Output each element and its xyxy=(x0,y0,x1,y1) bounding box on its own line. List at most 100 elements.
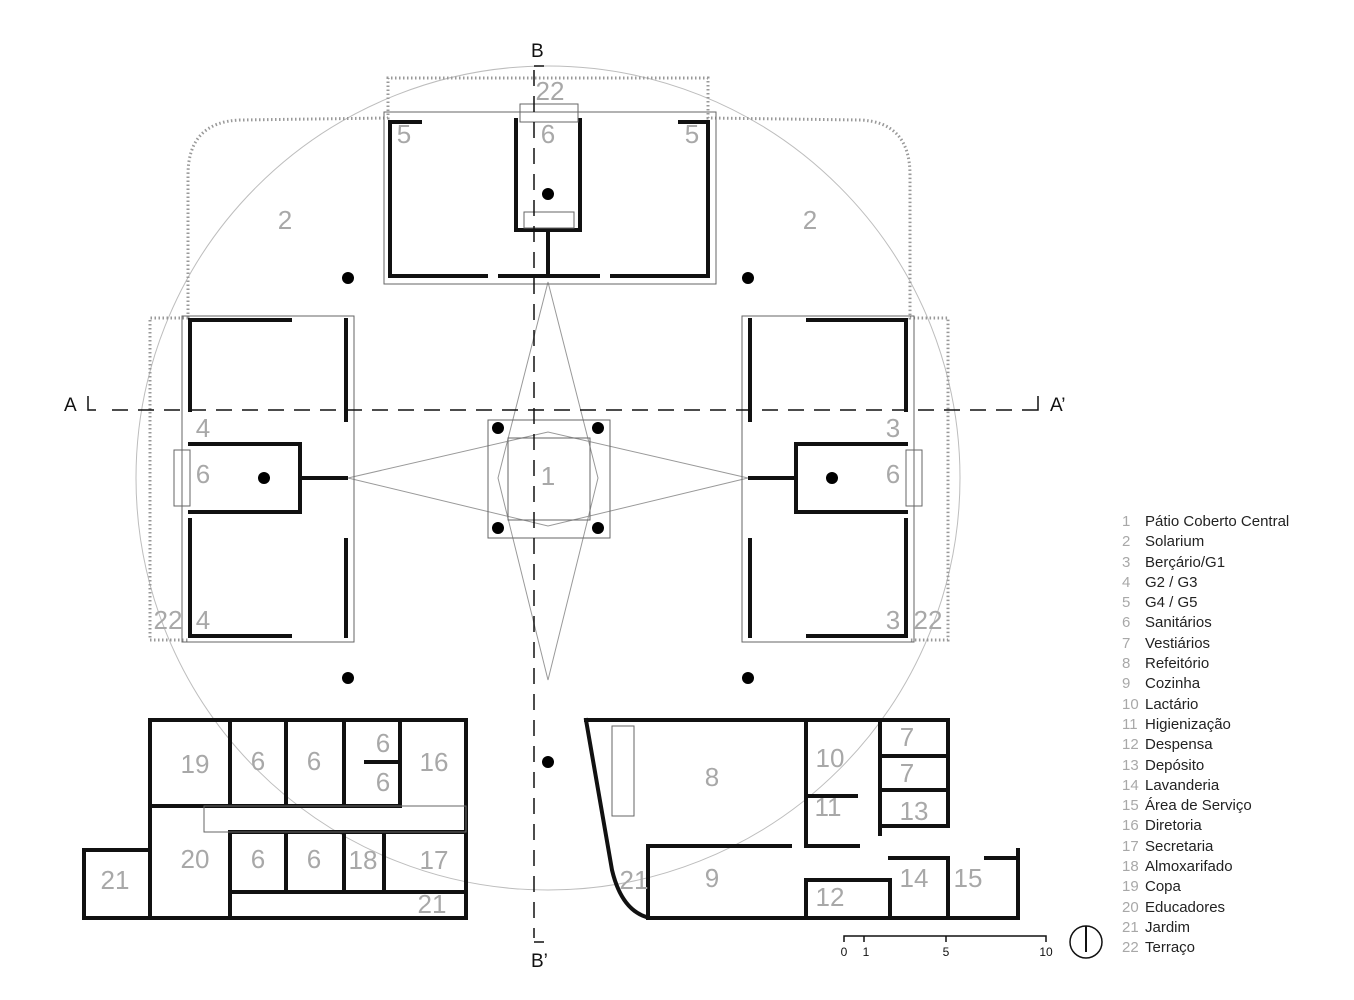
legend-number: 14 xyxy=(1122,776,1139,794)
room-label-san-b6: 6 xyxy=(307,844,321,874)
legend-label: Terraço xyxy=(1145,939,1196,957)
legend-number: 9 xyxy=(1122,675,1131,693)
solarium-canopy xyxy=(148,76,950,642)
room-label-san-b5: 6 xyxy=(251,844,265,874)
legend-number: 4 xyxy=(1122,573,1131,591)
legend-label: Sanitários xyxy=(1145,614,1212,632)
legend-number: 13 xyxy=(1122,756,1139,774)
top-pavilion xyxy=(383,103,717,285)
room-label-educadores: 20 xyxy=(181,844,210,874)
legend-label: Solarium xyxy=(1145,533,1205,551)
legend-label: Diretoria xyxy=(1145,817,1202,835)
legend-label: G2 / G3 xyxy=(1145,573,1198,591)
room-label-solarium-left: 2 xyxy=(278,205,292,235)
room-label-vest-2: 7 xyxy=(900,758,914,788)
legend-number: 20 xyxy=(1122,898,1139,916)
legend-item: 22 Terraço xyxy=(1122,938,1354,958)
scale-tick-5: 5 xyxy=(943,945,950,959)
room-label-copa: 19 xyxy=(181,749,210,779)
room-label-patio: 1 xyxy=(541,461,555,491)
legend-number: 6 xyxy=(1122,614,1131,632)
legend-label: Berçário/G1 xyxy=(1145,553,1226,571)
legend-item: 16 Diretoria xyxy=(1122,816,1354,836)
legend-item: 2 Solarium xyxy=(1122,532,1354,552)
room-label-san-b4: 6 xyxy=(376,767,390,797)
legend-label: Área de Serviço xyxy=(1145,797,1252,815)
legend-label: Almoxarifado xyxy=(1145,858,1233,876)
room-label-despensa: 12 xyxy=(816,882,845,912)
legend-number: 2 xyxy=(1122,533,1131,551)
room-label-bercario-lower: 3 xyxy=(886,605,900,635)
legend-item: 3 Berçário/G1 xyxy=(1122,553,1354,573)
scale-tick-1: 1 xyxy=(863,945,870,959)
scale-tick-10: 10 xyxy=(1039,945,1053,959)
left-pavilion xyxy=(173,315,355,643)
room-label-bercario-upper: 3 xyxy=(886,413,900,443)
legend-item: 10 Lactário xyxy=(1122,695,1354,715)
legend-item: 6 Sanitários xyxy=(1122,613,1354,633)
legend-item: 12 Despensa xyxy=(1122,735,1354,755)
legend-label: Lactário xyxy=(1145,695,1199,713)
legend-label: Lavanderia xyxy=(1145,776,1220,794)
scale-bar: 0 1 5 10 xyxy=(841,935,1053,959)
legend-number: 8 xyxy=(1122,655,1131,673)
room-label-diretoria: 16 xyxy=(420,747,449,777)
legend-number: 21 xyxy=(1122,918,1139,936)
legend-item: 4 G2 / G3 xyxy=(1122,573,1354,593)
legend-number: 7 xyxy=(1122,634,1131,652)
room-label-san-b3: 6 xyxy=(376,728,390,758)
right-pavilion xyxy=(741,315,923,643)
section-label-a: A xyxy=(64,395,77,416)
room-label-san-right: 6 xyxy=(886,459,900,489)
room-label-terraco-top: 22 xyxy=(536,76,565,106)
legend-label: Refeitório xyxy=(1145,655,1210,673)
room-label-g4-left: 5 xyxy=(397,119,411,149)
room-label-g2-lower: 4 xyxy=(196,605,210,635)
room-label-cozinha: 9 xyxy=(705,863,719,893)
legend-label: Educadores xyxy=(1145,898,1226,916)
legend-item: 14 Lavanderia xyxy=(1122,776,1354,796)
scale-tick-0: 0 xyxy=(841,945,848,959)
section-label-a-prime: A’ xyxy=(1050,395,1065,416)
room-label-san-b1: 6 xyxy=(251,746,265,776)
legend-number: 16 xyxy=(1122,817,1139,835)
columns xyxy=(258,188,838,768)
room-label-lactario: 10 xyxy=(816,743,845,773)
legend-label: Secretaria xyxy=(1145,837,1214,855)
room-label-lavanderia: 14 xyxy=(900,863,929,893)
room-label-terraco-right: 22 xyxy=(914,605,943,635)
room-label-terraco-left: 22 xyxy=(154,605,183,635)
guide-circle xyxy=(135,65,961,891)
section-a-prime-marker xyxy=(1030,396,1039,411)
lower-right-block xyxy=(583,717,1020,920)
room-label-san-top: 6 xyxy=(541,119,555,149)
legend-label: Higienização xyxy=(1145,715,1231,733)
legend-label: Jardim xyxy=(1145,918,1191,936)
section-a-marker xyxy=(87,396,96,411)
legend-label: Despensa xyxy=(1145,736,1213,754)
patio-roof-inner xyxy=(507,437,591,521)
legend-number: 22 xyxy=(1122,939,1139,957)
legend-number: 18 xyxy=(1122,858,1139,876)
room-label-san-left: 6 xyxy=(196,459,210,489)
section-label-b: B xyxy=(531,41,544,62)
legend-label: G4 / G5 xyxy=(1145,594,1198,612)
legend-number: 10 xyxy=(1122,695,1139,713)
section-label-b-prime: B’ xyxy=(531,951,548,972)
legend-number: 12 xyxy=(1122,736,1139,754)
legend-number: 1 xyxy=(1122,513,1131,530)
patio-roof-outer xyxy=(487,419,611,539)
legend-label: Depósito xyxy=(1145,756,1205,774)
legend-label: Pátio Coberto Central xyxy=(1145,513,1290,530)
room-label-jardim-left: 21 xyxy=(101,865,130,895)
legend-number: 3 xyxy=(1122,553,1131,571)
legend-item: 1 Pátio Coberto Central xyxy=(1122,512,1354,532)
room-number-labels: 1 2 2 3 3 4 4 5 5 6 6 6 6 6 6 6 6 6 7 7 … xyxy=(101,76,983,919)
room-label-refeitorio: 8 xyxy=(705,762,719,792)
